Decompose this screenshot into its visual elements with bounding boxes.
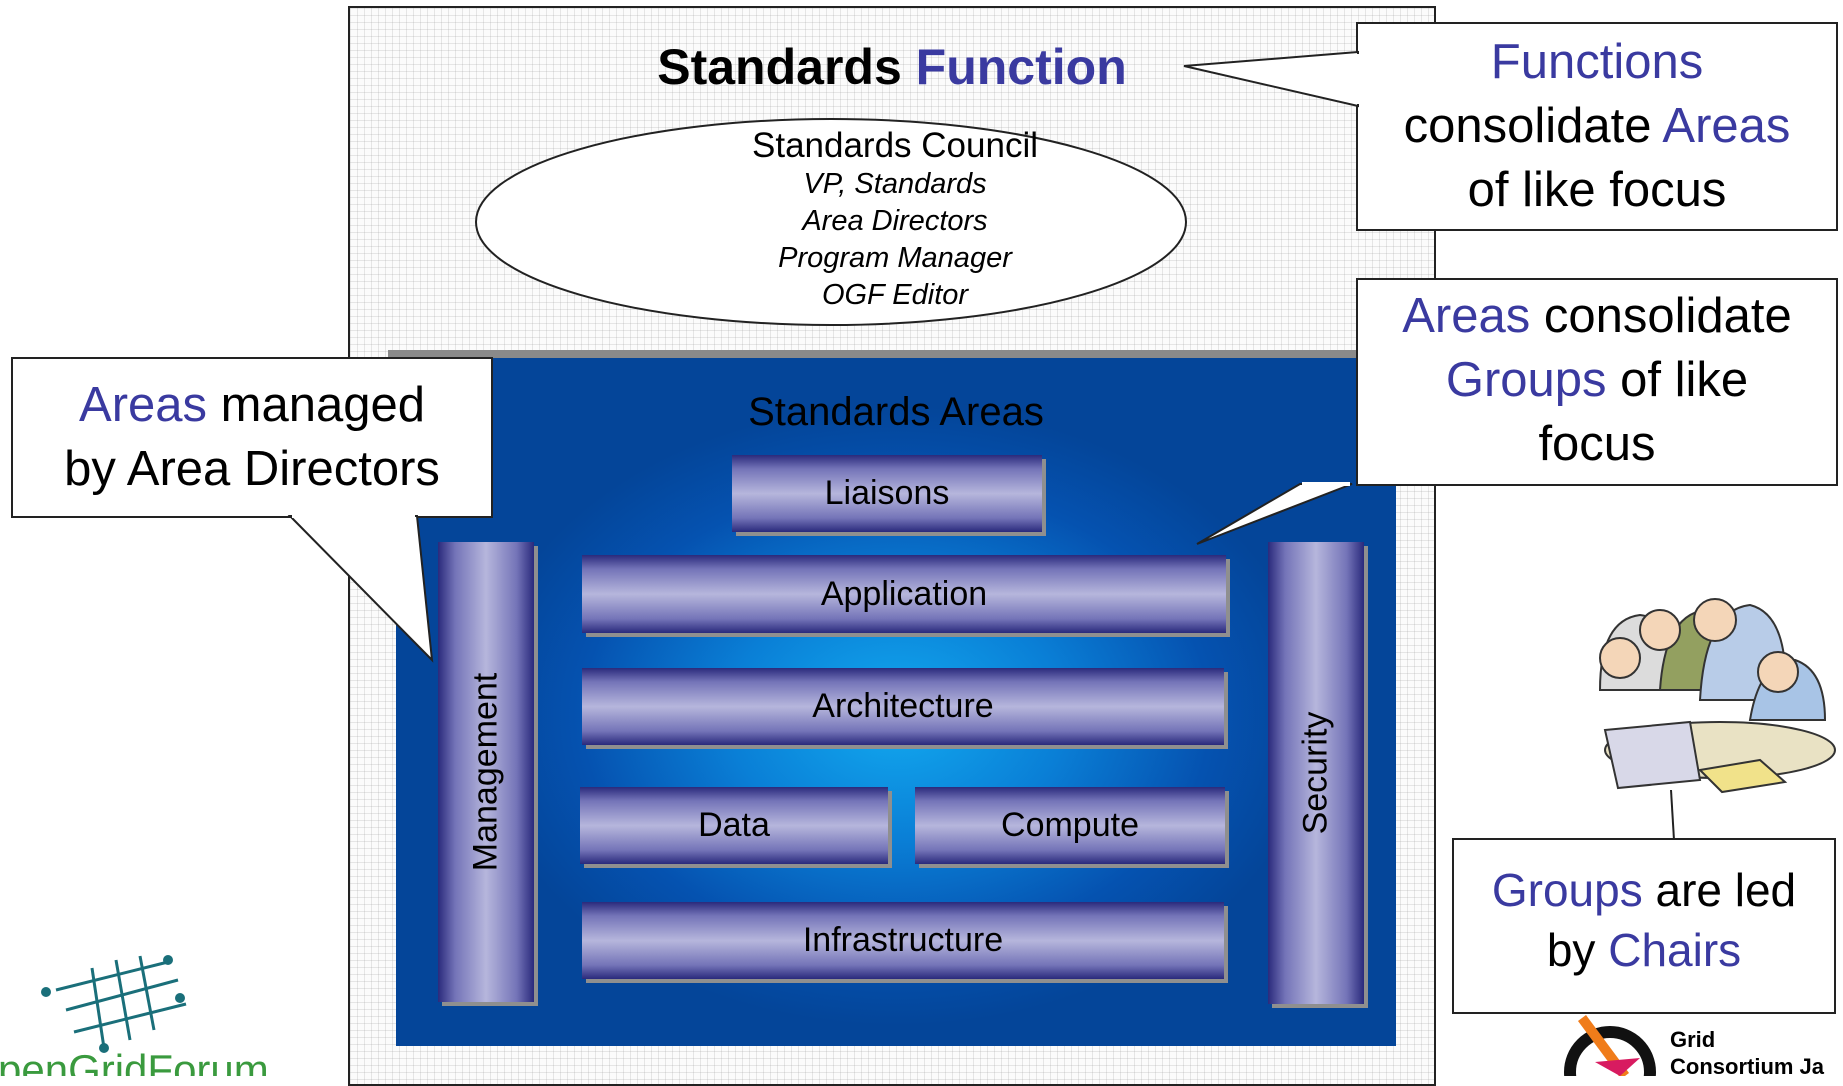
council-title: Standards Council	[752, 126, 1038, 165]
council-member: OGF Editor	[821, 279, 969, 311]
callout-groups-line2b: Chairs	[1608, 924, 1742, 976]
architecture-label: Architecture	[812, 687, 994, 725]
callout-functions-line3: of like focus	[1467, 163, 1727, 217]
architecture-bar: Architecture	[582, 668, 1224, 745]
compute-bar: Compute	[915, 787, 1225, 864]
pointer-groups	[1670, 789, 1675, 841]
function-title-black: Standards	[657, 39, 902, 95]
ogf-logo: penGridForum	[0, 955, 269, 1076]
callout-managed-line1b: managed	[207, 378, 425, 432]
management-label: Management	[466, 672, 505, 872]
infrastructure-bar: Infrastructure	[582, 902, 1224, 979]
liaisons-label: Liaisons	[824, 474, 950, 512]
application-bar: Application	[582, 555, 1226, 633]
council-member: Program Manager	[778, 242, 1012, 274]
people-clipart	[1598, 598, 1836, 794]
gcj-logo: Grid Consortium Ja	[1564, 1015, 1825, 1076]
callout-groups-line2a: by	[1546, 924, 1609, 976]
gcj-logo-line2: Consortium Ja	[1670, 1054, 1825, 1076]
compute-label: Compute	[1001, 806, 1139, 844]
callout-areas-line2a: Groups	[1445, 353, 1607, 407]
callout-functions-line2b: Areas	[1662, 99, 1791, 153]
callout-groups-line1b: are led	[1642, 864, 1797, 916]
council-member: VP, Standards	[803, 168, 987, 200]
callout-areas-line1a: Areas	[1402, 289, 1531, 343]
council-member: Area Directors	[802, 205, 988, 237]
callout-functions-line2a: consolidate	[1403, 99, 1663, 153]
callout-functions-line1: Functions	[1490, 35, 1704, 89]
callout-areas-line3: focus	[1538, 417, 1656, 471]
security-bar: Security	[1268, 542, 1364, 1004]
callout-functions: Functions consolidate Areas of like focu…	[1356, 22, 1838, 231]
callout-areas-line1b: consolidate	[1530, 289, 1792, 343]
callout-areas-line2b: of like	[1606, 353, 1749, 407]
callout-managed: Areas managed by Area Directors	[11, 357, 493, 518]
callout-areas-groups: Areas consolidate Groups of like focus	[1356, 278, 1838, 486]
security-label: Security	[1296, 711, 1335, 835]
data-label: Data	[698, 806, 770, 844]
infrastructure-label: Infrastructure	[802, 921, 1004, 959]
callout-managed-line2: by Area Directors	[64, 442, 440, 496]
liaisons-bar: Liaisons	[732, 455, 1042, 532]
callout-groups: Groups are led by Chairs	[1452, 838, 1836, 1014]
areas-title: Standards Areas	[748, 390, 1044, 434]
standards-council: Standards Council VP, Standards Area Dir…	[560, 128, 1230, 318]
application-label: Application	[820, 574, 988, 613]
gcj-logo-line1: Grid	[1670, 1027, 1715, 1052]
function-title-purple: Function	[915, 39, 1127, 95]
data-bar: Data	[580, 787, 888, 864]
ogf-logo-text: penGridForum	[0, 1046, 269, 1076]
function-title: Standards Function	[348, 38, 1436, 96]
management-bar: Management	[438, 542, 534, 1002]
callout-managed-line1a: Areas	[79, 378, 208, 432]
callout-groups-line1a: Groups	[1491, 864, 1643, 916]
